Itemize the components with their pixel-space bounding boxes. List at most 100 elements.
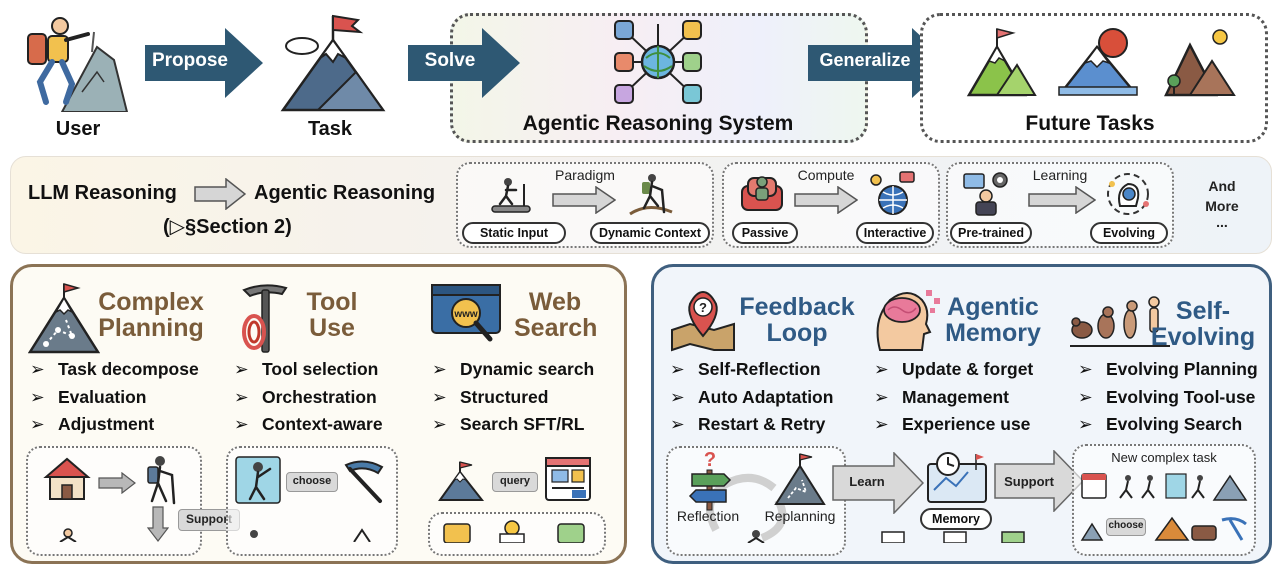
hiker-icon [138, 455, 182, 505]
snow-mountain-sun-icon [1057, 25, 1139, 97]
choose-label: choose [1108, 520, 1144, 531]
user-icon [22, 12, 132, 113]
section-ref-label: (▷§Section 2) [163, 216, 292, 238]
bullet-item: ➢Experience use [874, 414, 1031, 434]
evolving-bullets: ➢Evolving Planning ➢Evolving Tool-use ➢E… [1078, 359, 1258, 442]
memory-bullets: ➢Update & forget ➢Management ➢Experience… [874, 359, 1033, 442]
agentic-reasoning-label: Agentic Reasoning [254, 182, 436, 204]
future-tasks-label: Future Tasks [1025, 112, 1155, 135]
figure-partial-icon [244, 526, 384, 543]
and-more-line2: More [1205, 198, 1239, 214]
bullet-item: ➢Management [874, 386, 1009, 407]
bullet-item: ➢Self-Reflection [670, 359, 821, 379]
choose-label: choose [292, 475, 332, 487]
replanning-label: Replanning [764, 508, 836, 524]
memory-title-l1: Agentic [947, 293, 1039, 321]
tool-title-l2: Use [309, 314, 355, 342]
bullet-item: ➢Context-aware [234, 414, 383, 434]
reflection-label: Reflection [676, 508, 740, 524]
ice-axe-rope-icon [240, 280, 292, 356]
learning-label: Learning [1032, 167, 1088, 183]
memory-map-clock-icon [926, 450, 988, 504]
bullet-item: ➢Auto Adaptation [670, 386, 834, 407]
generalize-label: Generalize [819, 50, 911, 70]
person-partial-icon [744, 528, 768, 544]
tool-bullets: ➢Tool selection ➢Orchestration ➢Context-… [234, 359, 383, 442]
compute-arrow [794, 185, 859, 219]
bullet-item: ➢Evolving Planning [1078, 359, 1258, 379]
feedback-title-l2: Loop [766, 319, 828, 347]
user-label: User [55, 118, 101, 140]
evolving-title-l2: Evolving [1150, 323, 1256, 351]
mountain-flag-icon [278, 12, 388, 112]
planning-bullets: ➢Task decompose ➢Evaluation ➢Adjustment [30, 359, 199, 442]
bullet-item: ➢Task decompose [30, 359, 199, 379]
bullet-item: ➢Restart & Retry [670, 414, 826, 434]
treadmill-icon [488, 176, 534, 216]
memory-pill: Memory [920, 508, 992, 530]
propose-label: Propose [151, 50, 229, 71]
green-mountain-icon [965, 25, 1037, 97]
and-more-line3: ... [1216, 214, 1228, 230]
globe-network-icon [868, 170, 918, 218]
bullet-item: ➢Evolving Search [1078, 414, 1243, 434]
evolving-head-icon [1104, 170, 1152, 218]
choose-tag: choose [286, 472, 338, 492]
planning-title-l1: Complex [98, 288, 204, 316]
armchair-icon [738, 172, 786, 216]
web-results-icon [544, 456, 592, 502]
support-arrow: Support [994, 449, 1085, 513]
learning-arrow [1028, 185, 1097, 219]
documents-partial-icon [878, 530, 1028, 544]
memory-title-l2: Memory [945, 319, 1041, 347]
person-partial-icon [58, 528, 78, 543]
evolving-title-l1: Self- [1175, 297, 1231, 325]
bullet-item: ➢Dynamic search [432, 359, 595, 379]
pretrained-pill: Pre-trained [950, 222, 1032, 244]
svg-text:?: ? [699, 300, 707, 315]
learn-label: Learn [849, 474, 885, 489]
house-to-hiker-arrow [98, 471, 136, 499]
replanning-mountain-icon [774, 452, 826, 506]
paradigm-arrow [552, 185, 617, 219]
paradigm-label: Paradigm [555, 167, 615, 183]
www-search-icon: www [430, 283, 506, 349]
bullet-item: ➢Adjustment [30, 414, 155, 434]
web-bullets: ➢Dynamic search ➢Structured ➢Search SFT/… [432, 359, 594, 442]
task-tools-row-icons [1080, 512, 1250, 542]
query-label: query [500, 475, 530, 487]
hiker-icon [628, 172, 674, 216]
feedback-title-l1: Feedback [739, 293, 855, 321]
passive-pill: Passive [732, 222, 798, 244]
dynamic-context-pill: Dynamic Context [590, 222, 710, 244]
planning-title-l2: Planning [98, 314, 204, 342]
support-label: Support [1004, 474, 1054, 489]
brain-head-icon [870, 286, 942, 352]
propose-arrow: Propose [145, 28, 263, 98]
task-sequence-icons [1080, 470, 1250, 502]
evolution-icon [1068, 292, 1172, 348]
web-title-l1: Web [528, 288, 582, 316]
svg-text:?: ? [704, 449, 716, 471]
svg-text:www: www [453, 309, 478, 320]
query-tag: query [492, 472, 538, 492]
map-pin-question-icon: ? [670, 290, 736, 352]
bullet-item: ➢Search SFT/RL [432, 414, 585, 434]
choose-tag: choose [1106, 518, 1146, 536]
memory-label: Memory [932, 512, 980, 526]
hiker-down-arrow [146, 506, 170, 547]
llm-to-agentic-arrow [194, 177, 247, 215]
bullet-item: ➢Tool selection [234, 359, 379, 379]
task-label: Task [307, 118, 353, 140]
teacher-gear-icon [962, 170, 1012, 216]
tool-title-l1: Tool [306, 288, 358, 316]
feedback-bullets: ➢Self-Reflection ➢Auto Adaptation ➢Resta… [670, 359, 833, 442]
evolving-pill: Evolving [1090, 222, 1168, 244]
bullet-item: ➢Structured [432, 386, 549, 407]
web-title-l2: Search [514, 314, 598, 342]
brown-mountain-icon [1160, 25, 1236, 97]
new-task-label: New complex task [1111, 450, 1217, 465]
solve-label: Solve [424, 50, 476, 71]
network-hub-icon [612, 18, 704, 106]
bullet-item: ➢Update & forget [874, 359, 1034, 379]
